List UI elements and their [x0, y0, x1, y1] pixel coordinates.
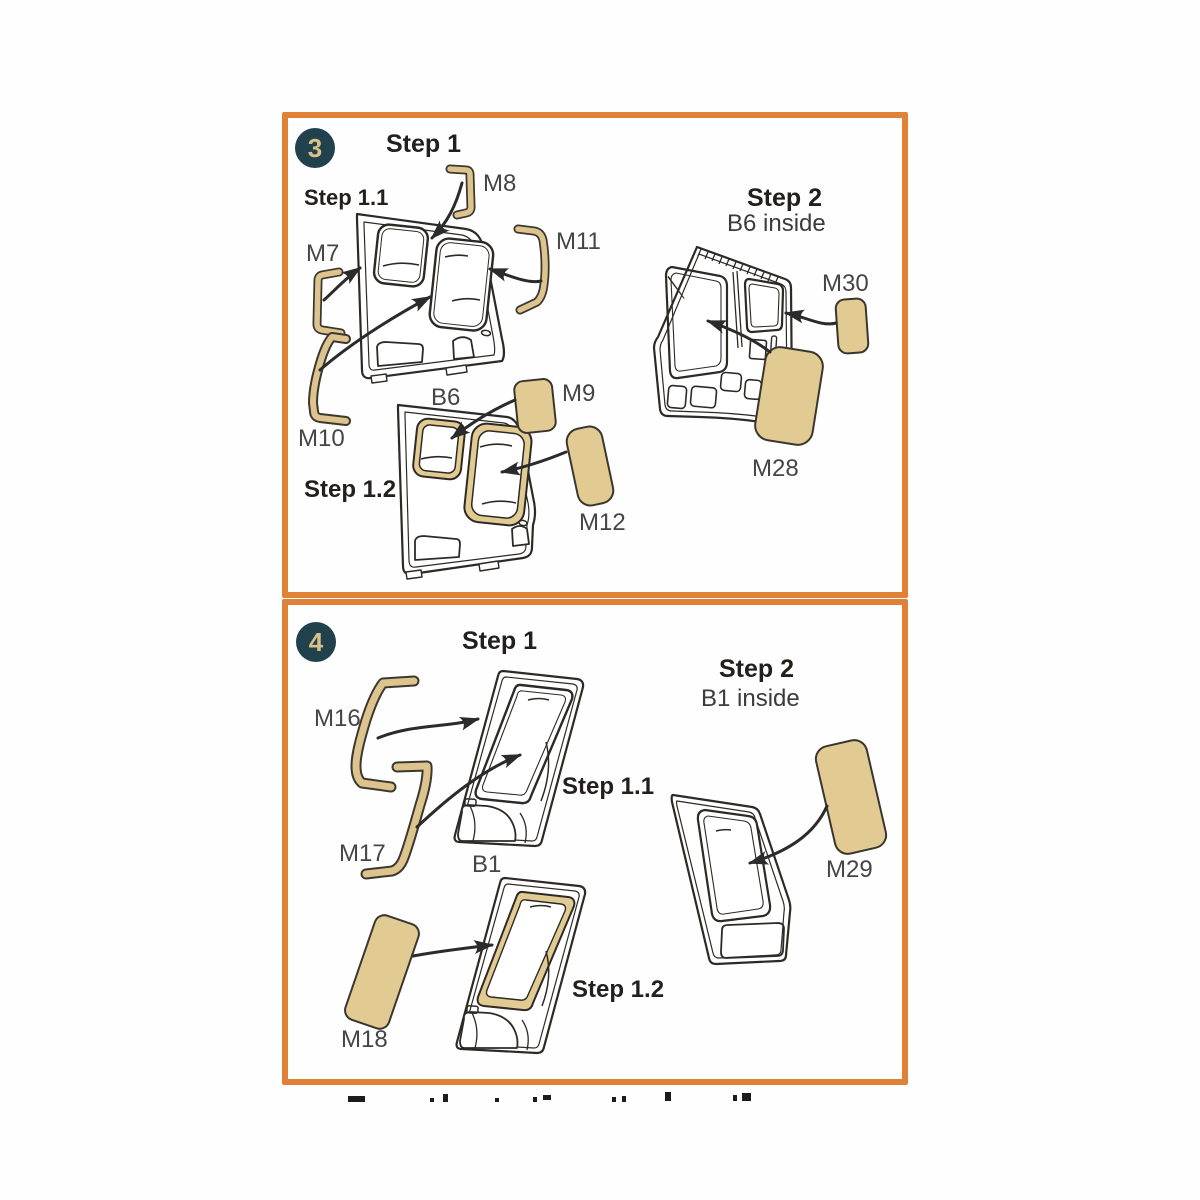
- arrow-m17: [415, 753, 522, 829]
- panel-4-step-1-2-label: Step 1.2: [572, 976, 665, 1003]
- panel-3-border: [282, 112, 908, 598]
- arrow-m7: [322, 266, 362, 302]
- mask-m10-shape: [308, 332, 351, 426]
- mask-m9-shape: [513, 378, 557, 434]
- arrow-m29: [748, 804, 829, 865]
- door-b6-step1-2-drawing: [396, 403, 536, 580]
- arrow-m12: [500, 450, 568, 476]
- door-b1-step1-2-drawing: [455, 876, 587, 1055]
- mask-m11-shape: [513, 224, 550, 315]
- mask-m17-shape: [360, 760, 433, 880]
- panel-3-step-2-subtitle: B6 inside: [727, 210, 826, 237]
- mask-label-m11: M11: [556, 228, 601, 255]
- mask-label-m29: M29: [826, 856, 873, 883]
- mask-m8-shape: [445, 164, 476, 220]
- panel-3-step-1-heading: Step 1: [386, 130, 462, 158]
- panel-4-step-1-1-label: Step 1.1: [562, 773, 655, 800]
- panel-4-badge: 4: [296, 622, 336, 662]
- mask-label-m18: M18: [341, 1026, 388, 1053]
- arrow-m18: [411, 940, 494, 958]
- door-label-b6: B6: [431, 384, 461, 411]
- panel-4-step-2-subtitle: B1 inside: [701, 685, 800, 712]
- panel-4-step-2-heading: Step 2: [719, 655, 795, 683]
- panel-4-step-1-heading: Step 1: [462, 627, 538, 655]
- panel-3-arrows: [318, 181, 838, 476]
- mask-m28-shape: [754, 346, 824, 446]
- mask-m7-shape: [312, 267, 346, 338]
- door-b6-step1-1-drawing: [355, 212, 505, 384]
- door-label-b1: B1: [472, 851, 502, 878]
- mask-m29-shape: [814, 739, 888, 855]
- mask-label-m16: M16: [314, 705, 361, 732]
- arrow-m11: [488, 267, 543, 284]
- arrow-m28: [706, 319, 772, 354]
- mask-label-m17: M17: [339, 840, 386, 867]
- mask-label-m8: M8: [483, 170, 517, 197]
- mask-m16-shape: [350, 675, 420, 793]
- door-b1-step1-drawing: [453, 669, 585, 848]
- arrow-m10: [318, 295, 432, 372]
- mask-m30-shape: [834, 297, 870, 355]
- door-b1-inside-drawing: [670, 793, 792, 966]
- arrow-m9: [450, 398, 517, 440]
- panel-3-step-1-2-label: Step 1.2: [304, 476, 397, 503]
- clipped-text-fragments: [348, 1092, 751, 1102]
- mask-label-m7: M7: [306, 240, 340, 267]
- panel-3-badge: 3: [295, 128, 335, 168]
- arrow-m30: [784, 309, 838, 326]
- arrow-m16: [376, 716, 480, 740]
- panel-3-step-2-heading: Step 2: [747, 184, 823, 212]
- mask-label-m9: M9: [562, 380, 596, 407]
- panel-4-border: [282, 599, 908, 1085]
- panel-4-arrows: [376, 716, 829, 958]
- mask-label-m10: M10: [298, 425, 345, 452]
- arrow-m8: [430, 181, 464, 240]
- mask-m18-shape: [344, 914, 420, 1030]
- panel-3-step-1-1-label: Step 1.1: [304, 185, 389, 210]
- mask-label-m12: M12: [579, 509, 626, 536]
- mask-label-m30: M30: [822, 270, 869, 297]
- door-b6-inside-drawing: [652, 245, 794, 427]
- mask-m12-shape: [565, 425, 615, 507]
- mask-label-m28: M28: [752, 455, 799, 482]
